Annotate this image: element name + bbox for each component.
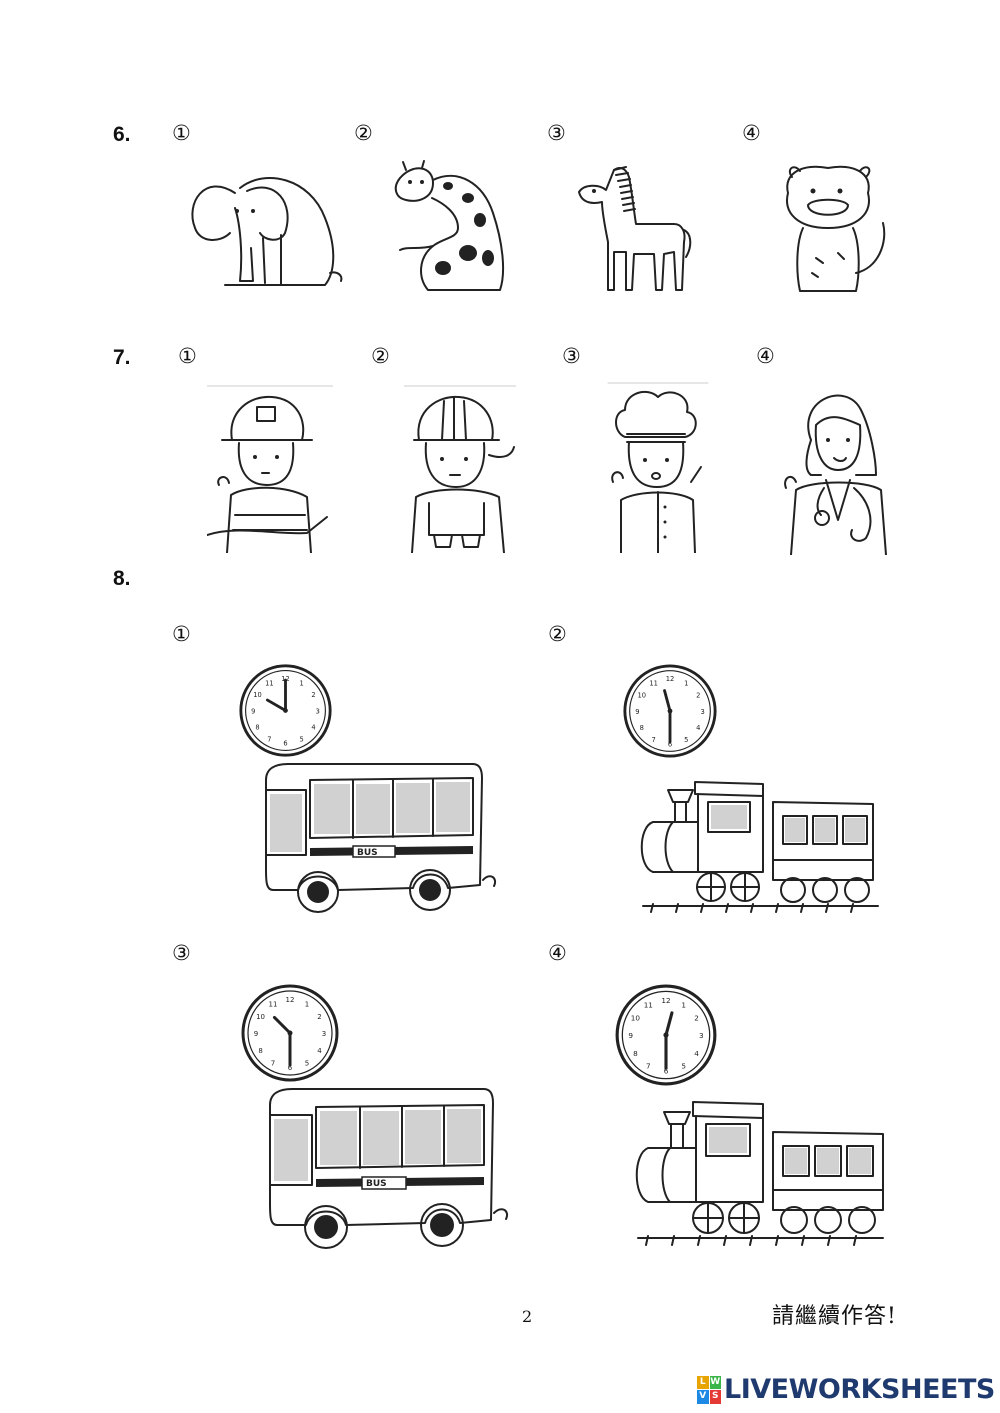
clock-number: 10	[253, 691, 261, 699]
giraffe-icon[interactable]	[388, 158, 506, 294]
page-number: 2	[522, 1307, 533, 1326]
hour-hand	[663, 689, 672, 713]
brand-logo-letter: V	[697, 1390, 709, 1404]
clock-number: 12	[661, 996, 670, 1005]
clock-number: 11	[269, 1001, 278, 1009]
train-icon[interactable]	[628, 1098, 888, 1248]
clock-number: 5	[300, 735, 304, 743]
option-4[interactable]: ④	[742, 121, 761, 145]
clock-number: 3	[699, 1031, 704, 1040]
clock-number: 10	[631, 1013, 641, 1022]
option-4[interactable]: ④	[756, 344, 775, 368]
question-number-8: 8.	[113, 567, 131, 590]
clock-number: 8	[255, 724, 259, 732]
clock-number: 12	[286, 996, 295, 1004]
clock-number: 2	[694, 1013, 699, 1022]
option-1[interactable]: ①	[172, 622, 191, 646]
clock-number: 7	[267, 735, 271, 743]
train-icon[interactable]	[633, 772, 883, 914]
question-number-6: 6.	[113, 123, 131, 146]
option-1[interactable]: ①	[172, 121, 191, 145]
option-3[interactable]: ③	[172, 941, 191, 965]
bus-label: BUS	[366, 1179, 387, 1189]
bus-icon[interactable]: BUS	[258, 760, 498, 915]
elephant-icon[interactable]	[185, 163, 345, 293]
clock-number: 4	[317, 1047, 322, 1055]
construction-worker-icon[interactable]	[404, 385, 516, 553]
clock-number: 11	[649, 680, 658, 688]
clock-number: 5	[681, 1062, 686, 1071]
clock-number: 11	[265, 679, 273, 687]
clock-number: 9	[251, 707, 255, 715]
option-2[interactable]: ②	[354, 121, 373, 145]
clock-number: 8	[258, 1047, 262, 1055]
clock-number: 10	[637, 692, 646, 700]
clock-number: 4	[694, 1049, 699, 1058]
doctor-icon[interactable]	[776, 380, 894, 555]
option-3[interactable]: ③	[547, 121, 566, 145]
clock-number: 3	[316, 707, 320, 715]
clock-number: 1	[305, 1001, 309, 1009]
bus-label: BUS	[357, 848, 378, 858]
clock-number: 6	[288, 1064, 293, 1072]
tiger-icon[interactable]	[778, 163, 896, 295]
hour-hand	[664, 1011, 674, 1037]
brand-logo-icon: L W V S	[697, 1375, 721, 1404]
clock-number: 1	[300, 679, 304, 687]
clock-number: 6	[668, 741, 672, 749]
clock-number: 5	[305, 1059, 309, 1067]
clock-number: 5	[684, 736, 688, 744]
clock-number: 9	[628, 1031, 633, 1040]
question-number-7: 7.	[113, 346, 131, 369]
clock-number: 1	[681, 1000, 686, 1009]
option-2[interactable]: ②	[371, 344, 390, 368]
clock-number: 7	[271, 1059, 275, 1067]
clock-number: 3	[322, 1030, 326, 1038]
hour-hand	[265, 698, 287, 712]
option-4[interactable]: ④	[548, 941, 567, 965]
clock-number: 1	[684, 680, 688, 688]
brand-logo-letter: L	[697, 1375, 709, 1389]
clock-number: 9	[254, 1030, 258, 1038]
clock-number: 7	[646, 1062, 651, 1071]
clock-number: 11	[644, 1000, 653, 1009]
hour-hand	[272, 1015, 292, 1035]
clock-number: 6	[283, 740, 287, 748]
bus-icon[interactable]: BUS	[262, 1085, 510, 1250]
clock-number: 7	[652, 736, 656, 744]
brand-logo-letter: S	[709, 1390, 721, 1404]
option-3[interactable]: ③	[562, 344, 581, 368]
brand-text: LIVEWORKSHEETS	[724, 1374, 995, 1405]
clock-number: 10	[256, 1013, 265, 1021]
brand-logo-letter: W	[709, 1375, 721, 1389]
zebra-icon[interactable]	[574, 162, 694, 294]
firefighter-icon[interactable]	[207, 385, 333, 553]
clock-number: 6	[664, 1066, 669, 1075]
option-1[interactable]: ①	[178, 344, 197, 368]
clock-number: 9	[635, 708, 639, 716]
clock-number: 4	[696, 724, 700, 732]
liveworksheets-logo: L W V S LIVEWORKSHEETS	[697, 1374, 995, 1405]
clock-number: 8	[640, 724, 644, 732]
continue-text: 請繼續作答!	[772, 1304, 897, 1329]
clock-number: 8	[633, 1049, 638, 1058]
clock-number: 2	[696, 692, 700, 700]
clock-number: 3	[700, 708, 704, 716]
clock-number: 4	[311, 724, 315, 732]
option-2[interactable]: ②	[548, 622, 567, 646]
clock-number: 2	[311, 691, 315, 699]
clock-number: 12	[666, 675, 675, 683]
clock-number: 2	[317, 1013, 321, 1021]
chef-icon[interactable]	[603, 382, 711, 553]
